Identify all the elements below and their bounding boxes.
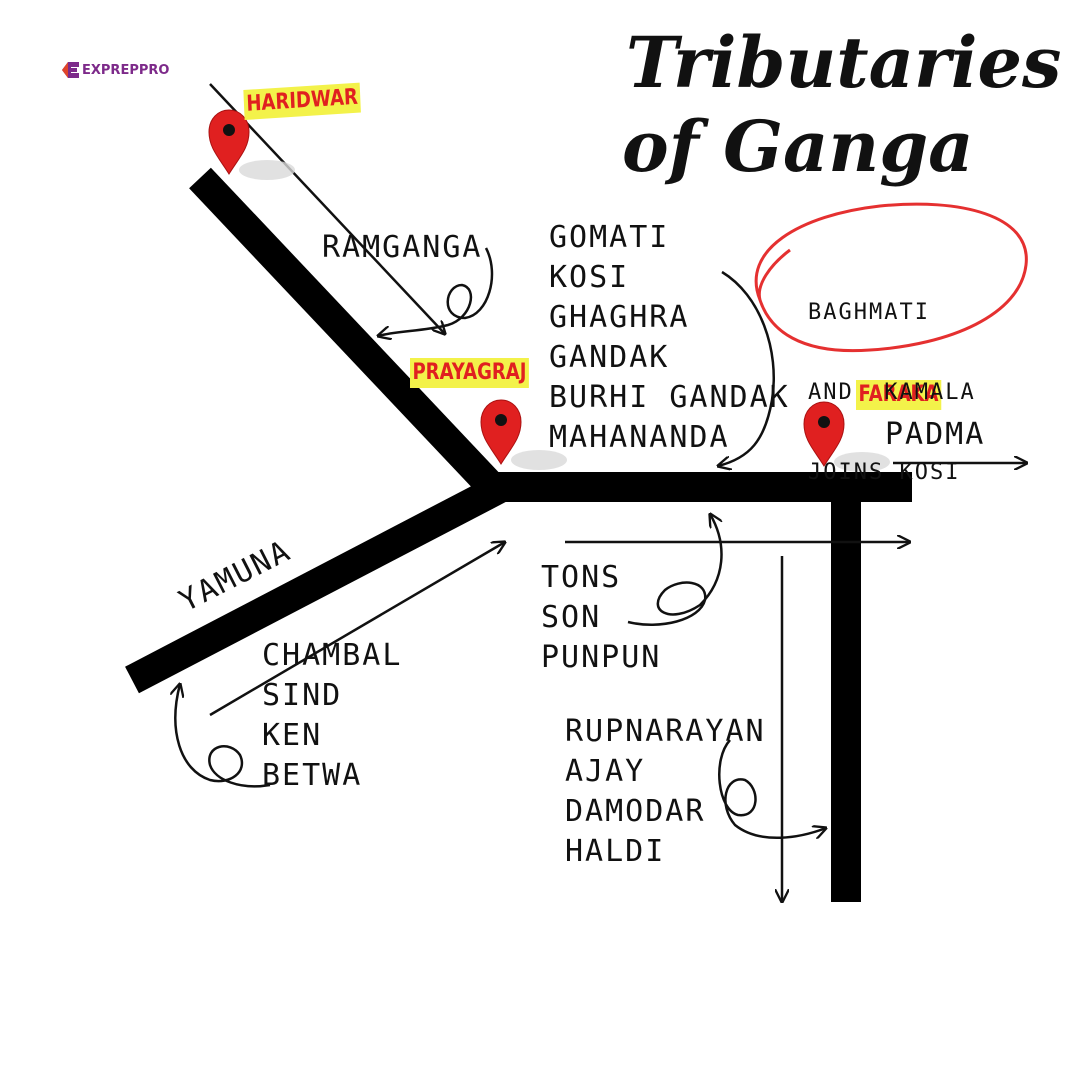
river-label-ramganga: RAMGANGA xyxy=(322,230,483,265)
place-tag-faraka: FARAKA xyxy=(856,380,941,411)
logo-text: EXPREPPRO xyxy=(82,62,170,78)
bengal-tributaries-list: RUPNARAYAN AJAY DAMODAR HALDI xyxy=(565,712,766,872)
note-line: JOINS KOSI xyxy=(808,460,961,485)
logo-e-icon xyxy=(62,62,79,78)
list-item: BURHI GANDAK xyxy=(549,380,790,415)
flow-arrows xyxy=(209,83,1027,902)
prayagraj-pin-icon xyxy=(480,399,567,470)
kosi-note: BAGHMATI AND KAMALA JOINS KOSI xyxy=(808,248,976,538)
ramganga-curl-arrow xyxy=(378,247,494,336)
list-item: BETWA xyxy=(262,758,363,793)
list-item: RUPNARAYAN xyxy=(565,714,766,749)
list-item: KOSI xyxy=(549,260,630,295)
yamuna-tributaries-curl-arrow xyxy=(175,684,271,788)
place-tag-prayagraj: PRAYAGRAJ xyxy=(410,358,529,389)
note-line: BAGHMATI xyxy=(808,300,930,325)
list-item: KEN xyxy=(262,718,323,753)
bengal-tributaries-curl-arrow xyxy=(718,739,826,838)
curly-arrows xyxy=(175,247,826,838)
south-tributaries-list: TONS SON PUNPUN xyxy=(541,558,661,678)
yamuna-flow-arrow xyxy=(209,542,505,717)
north-tributaries-list: GOMATI KOSI GHAGHRA GANDAK BURHI GANDAK … xyxy=(549,218,790,458)
note-circle xyxy=(754,202,1028,353)
river-label-padma: PADMA xyxy=(885,417,986,452)
list-item: GOMATI xyxy=(549,220,670,255)
haridwar-to-prayagraj-arrow xyxy=(209,83,445,334)
location-pins xyxy=(208,109,890,472)
north-tributaries-curl-arrow xyxy=(718,270,775,466)
list-item: TONS xyxy=(541,560,622,595)
yamuna-course xyxy=(125,472,511,694)
list-item: AJAY xyxy=(565,754,646,789)
yamuna-tributaries-list: CHAMBAL SIND KEN BETWA xyxy=(262,636,402,796)
list-item: CHAMBAL xyxy=(262,638,403,673)
page-title-line1: Tributaries xyxy=(626,21,1062,104)
note-line: AND KAMALA xyxy=(808,380,976,405)
list-item: SIND xyxy=(262,678,343,713)
ganga-upper-course xyxy=(189,167,503,498)
brand-logo: EXPREPPRO xyxy=(60,60,169,80)
list-item: MAHANANDA xyxy=(549,420,730,455)
list-item: GHAGHRA xyxy=(549,300,690,335)
list-item: PUNPUN xyxy=(541,640,662,675)
south-tributaries-curl-arrow xyxy=(627,514,723,626)
list-item: HALDI xyxy=(565,834,666,869)
list-item: DAMODAR xyxy=(565,794,706,829)
haridwar-pin-icon xyxy=(208,109,295,180)
list-item: SON xyxy=(541,600,602,635)
page-title-line2: of Ganga xyxy=(622,105,974,188)
river-channels xyxy=(125,167,912,902)
faraka-pin-icon xyxy=(803,401,890,472)
list-item: GANDAK xyxy=(549,340,670,375)
